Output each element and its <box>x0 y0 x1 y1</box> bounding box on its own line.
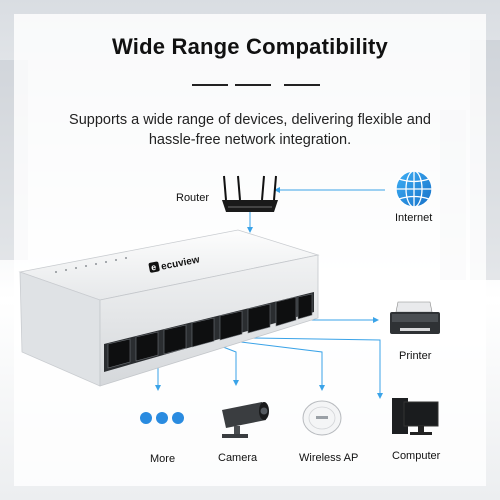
dots-icon <box>140 412 184 424</box>
svg-text:e: e <box>150 262 157 273</box>
printer-label: Printer <box>399 350 432 362</box>
camera-label: Camera <box>218 452 258 464</box>
globe-icon <box>395 170 433 208</box>
router-image <box>222 175 278 212</box>
wireless-ap-image <box>302 400 342 436</box>
computer-label: Computer <box>392 450 441 462</box>
computer-image <box>392 398 439 435</box>
page-subtitle: Supports a wide range of devices, delive… <box>40 110 460 150</box>
more-label: More <box>150 453 176 465</box>
title-divider <box>284 84 320 86</box>
camera-image <box>222 402 269 438</box>
subtitle-line-1: Supports a wide range of devices, delive… <box>69 112 431 128</box>
router-label: Router <box>176 192 210 204</box>
printer-image <box>390 301 440 334</box>
network-switch: e ecuview <box>18 229 320 387</box>
page-title: Wide Range Compatibility <box>112 34 388 59</box>
subtitle-line-2: hassle-free network integration. <box>148 132 352 148</box>
wireless-ap-label: Wireless AP <box>299 452 359 464</box>
title-divider <box>235 84 271 86</box>
internet-label: Internet <box>395 212 433 224</box>
title-divider <box>192 84 228 86</box>
